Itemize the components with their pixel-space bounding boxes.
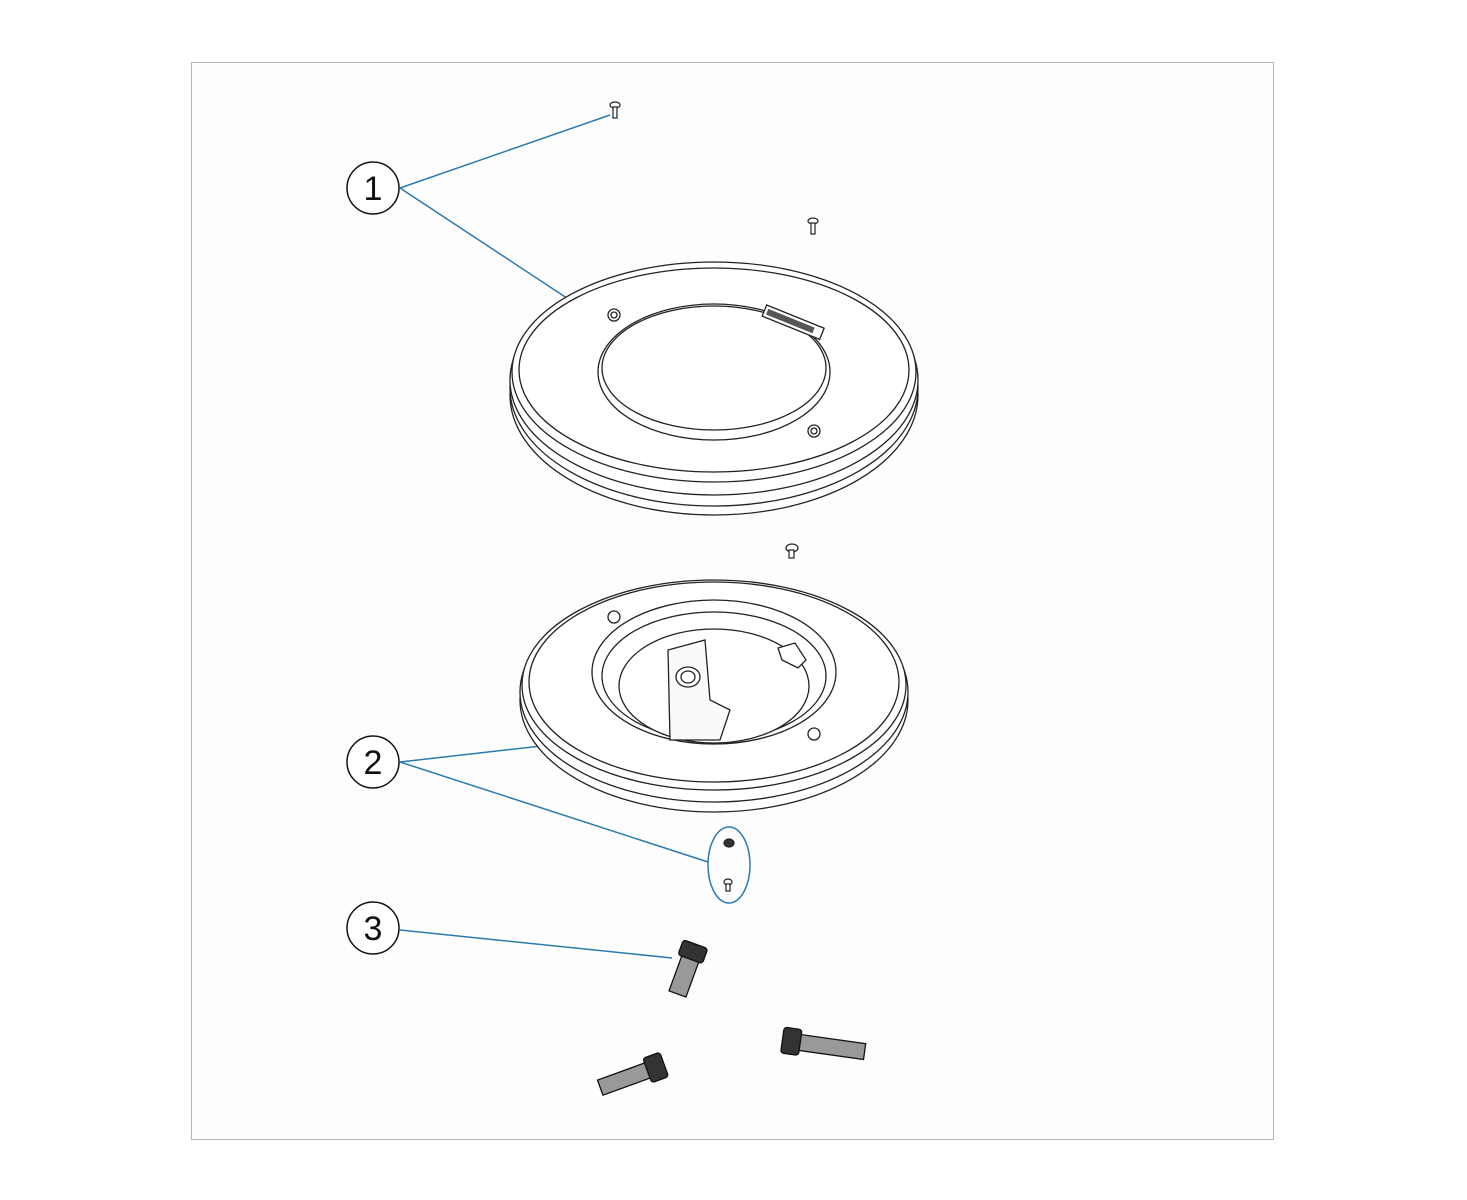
nut-and-screw (723, 838, 735, 892)
callout-2-number: 2 (364, 744, 383, 782)
leader-lines (399, 114, 751, 959)
small-screws (609, 101, 819, 559)
callout-3-number: 3 (364, 910, 383, 948)
bolt-2 (596, 1052, 669, 1097)
leader-3 (399, 929, 673, 959)
trim-ring-top (509, 261, 919, 516)
leader-2-highlight (707, 826, 751, 904)
callout-3: 3 (346, 901, 400, 955)
callout-1-number: 1 (364, 170, 383, 208)
bolt-1 (668, 939, 708, 998)
bolt-3 (780, 1026, 867, 1061)
leader-1b (399, 187, 589, 313)
callout-1: 1 (346, 161, 400, 215)
leader-2b (399, 761, 709, 863)
callout-2: 2 (346, 735, 400, 789)
label-plate (761, 304, 825, 341)
housing-ring-bottom (519, 579, 909, 813)
bolts (596, 939, 867, 1097)
leader-1a (399, 114, 611, 189)
